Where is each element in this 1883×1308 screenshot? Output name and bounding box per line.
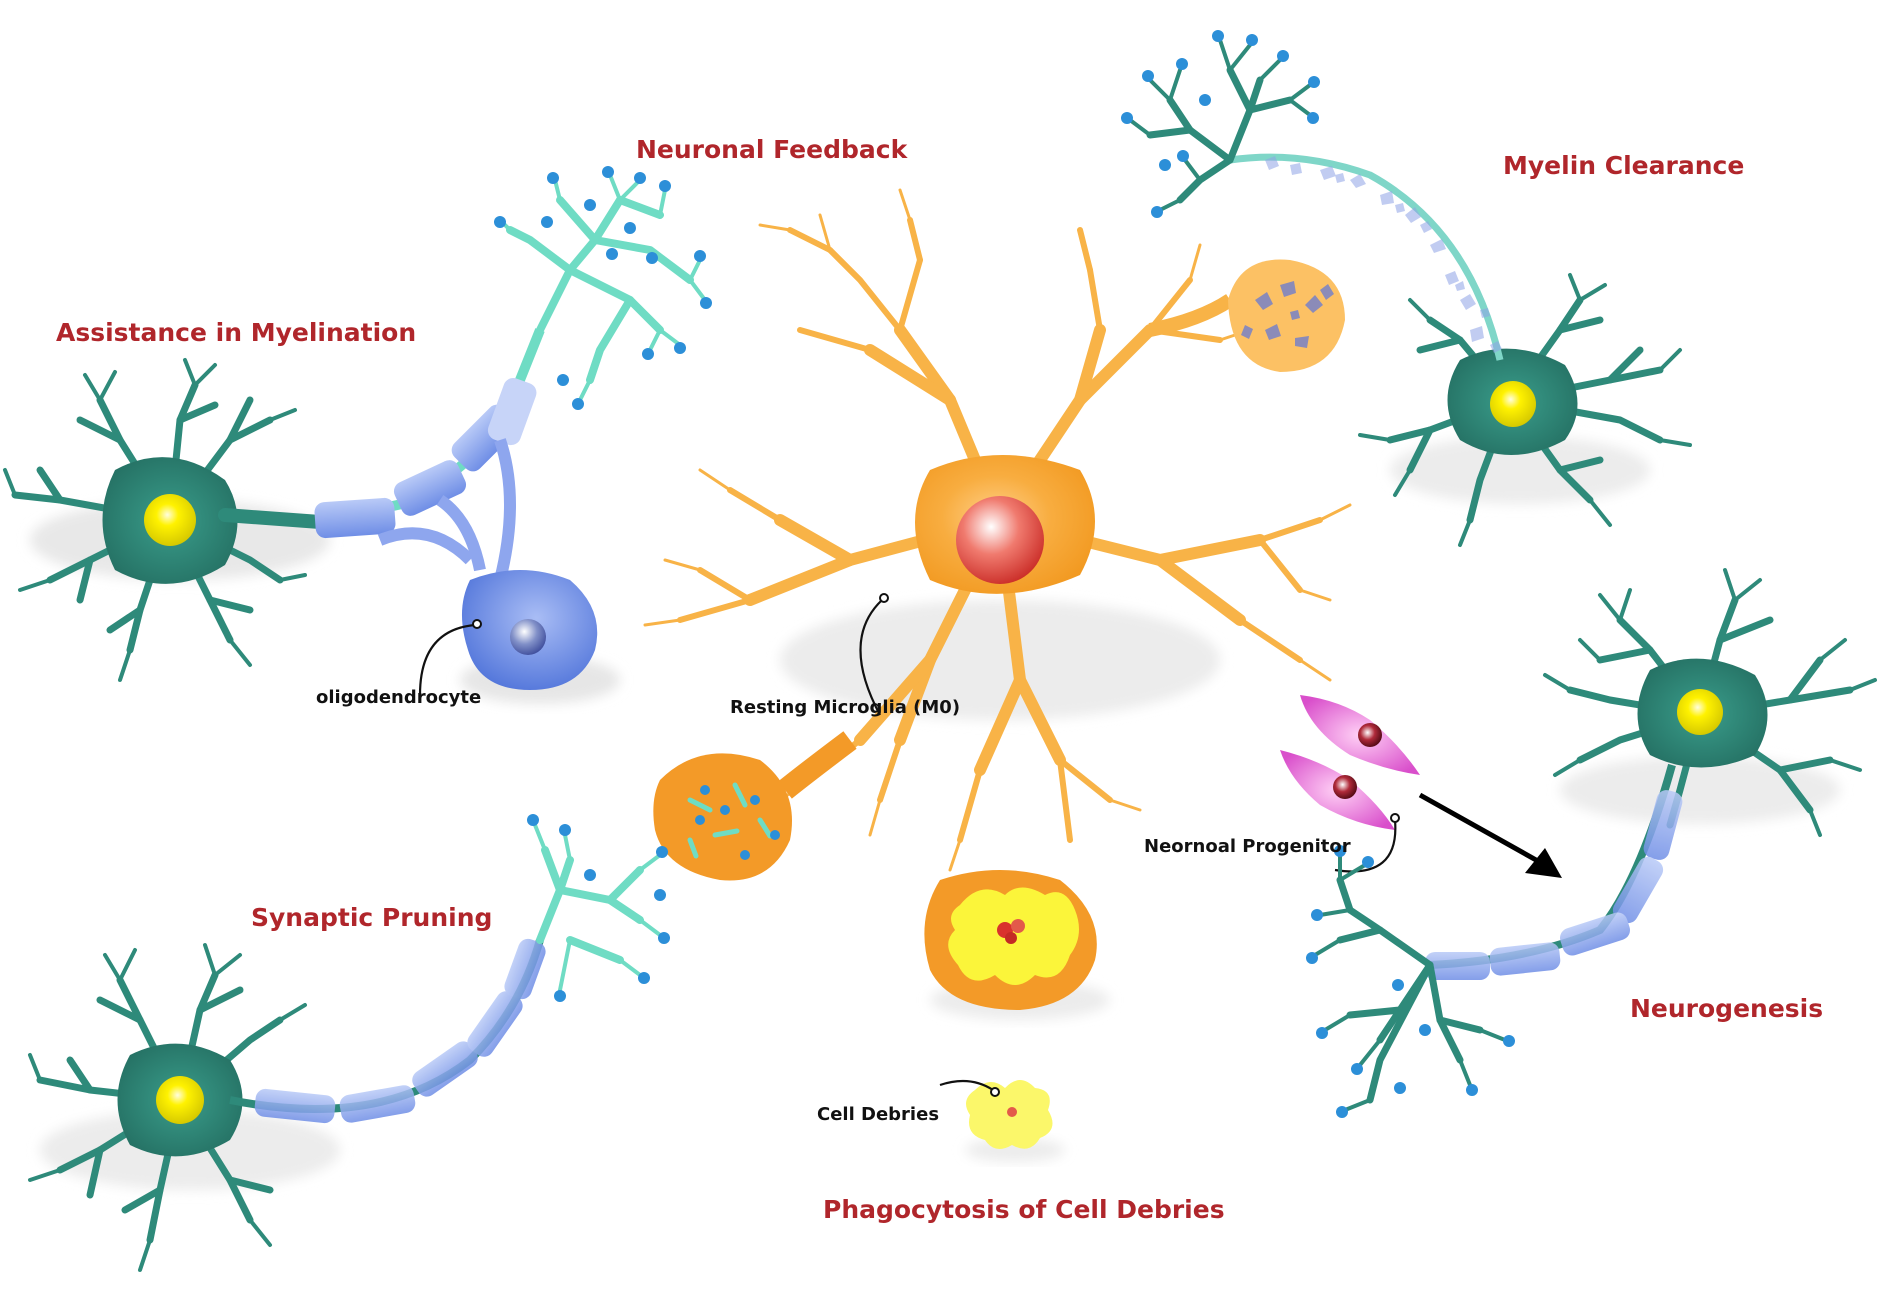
title-myelin-clearance: Myelin Clearance	[1503, 151, 1744, 180]
resting-microglia	[643, 188, 1352, 872]
myelin-debris-vesicle	[1148, 259, 1345, 372]
synapse-engulfing-vesicle	[653, 731, 857, 881]
neuron-nucleus	[1677, 689, 1723, 735]
oligodendrocyte	[377, 438, 620, 704]
neuron-nucleus	[144, 494, 196, 546]
cell-debris	[965, 1080, 1065, 1162]
myelin-sheath	[314, 377, 537, 539]
neuron-myelination	[3, 358, 327, 682]
neuronal-progenitors	[1280, 695, 1420, 830]
neuron-synaptic-pruning	[28, 943, 340, 1272]
neuron-neurogenesis	[1306, 568, 1877, 1118]
title-neuronal-feedback: Neuronal Feedback	[636, 135, 909, 164]
label-resting-microglia: Resting Microglia (M0)	[730, 697, 960, 718]
progenitor-leader-line	[1334, 819, 1397, 873]
title-neurogenesis: Neurogenesis	[1630, 994, 1823, 1023]
oligodendrocyte-nucleus	[510, 619, 546, 655]
neuron-nucleus	[156, 1076, 204, 1124]
microglia-nucleus	[956, 496, 1044, 584]
differentiation-arrow	[1418, 792, 1562, 878]
title-assistance-myelination: Assistance in Myelination	[56, 318, 416, 347]
axon-terminal-myelination	[494, 166, 712, 410]
label-oligodendrocyte: oligodendrocyte	[316, 687, 481, 708]
title-synaptic-pruning: Synaptic Pruning	[251, 903, 492, 932]
label-cell-debries: Cell Debries	[817, 1104, 939, 1125]
neuron-myelin-clearance	[1121, 30, 1692, 547]
pruning-axon	[229, 814, 670, 1124]
axon	[218, 508, 327, 529]
myelination-group	[3, 166, 712, 704]
title-phagocytosis: Phagocytosis of Cell Debries	[823, 1195, 1225, 1224]
debris-engulfing-vesicle	[924, 870, 1110, 1020]
cell-debris-leader-line	[939, 1079, 994, 1091]
microglia-leader-line	[859, 599, 883, 716]
oligodendrocyte-leader-line	[418, 623, 476, 696]
neuron-nucleus	[1490, 381, 1536, 427]
label-neuronal-progenitor: Neornoal Progenitor	[1144, 836, 1351, 857]
